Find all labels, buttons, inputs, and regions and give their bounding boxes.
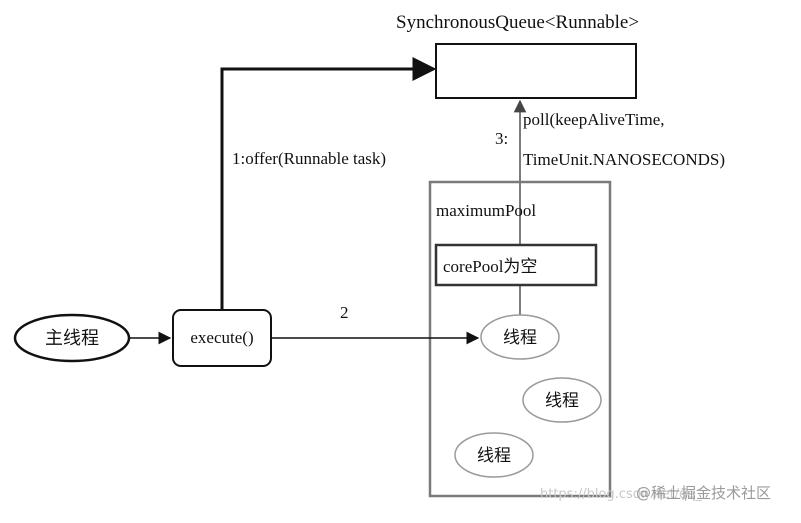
thread-label-3: 线程: [477, 446, 511, 465]
main-thread-label: 主线程: [45, 328, 99, 348]
thread-node-3: [454, 432, 534, 478]
watermark-url: https://blog.csdn.net/qq_: [540, 487, 703, 502]
maximum-pool-label: maximumPool: [436, 201, 536, 220]
thread-node-2: [522, 377, 602, 423]
step-2-label: 2: [340, 303, 349, 322]
core-pool-label: corePool为空: [443, 257, 537, 276]
execute-label: execute(): [190, 328, 253, 347]
offer-arrow: [220, 57, 437, 310]
thread-label-2: 线程: [545, 391, 579, 410]
synchronous-queue-box: [435, 43, 637, 99]
offer-label: 1:offer(Runnable task): [232, 149, 386, 168]
poll-label-line1: poll(keepAliveTime,: [523, 110, 665, 129]
core-pool-box: [434, 243, 598, 287]
execute-node: [172, 309, 272, 367]
maximum-pool-box: [428, 180, 612, 498]
poll-label-line2: TimeUnit.NANOSECONDS): [523, 150, 725, 169]
queue-title: SynchronousQueue<Runnable>: [396, 12, 639, 33]
thread-node-1: [480, 314, 560, 360]
watermark-site: @稀土掘金技术社区: [636, 484, 771, 502]
poll-step-label: 3:: [495, 129, 508, 148]
thread-label-1: 线程: [503, 328, 537, 347]
main-thread-node: [13, 313, 131, 363]
